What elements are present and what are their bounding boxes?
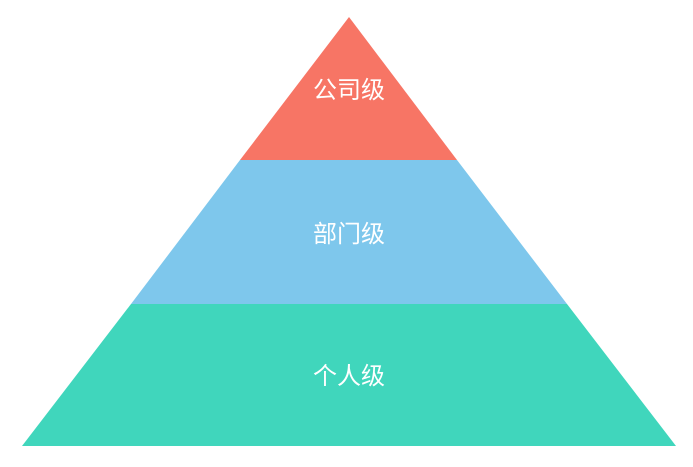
tier-top-label: 公司级 [313,76,385,104]
tier-middle-label: 部门级 [313,220,385,248]
tier-top [240,17,457,160]
tier-bottom-label: 个人级 [313,362,385,390]
tier-bottom [22,304,676,446]
tier-middle [131,160,567,304]
